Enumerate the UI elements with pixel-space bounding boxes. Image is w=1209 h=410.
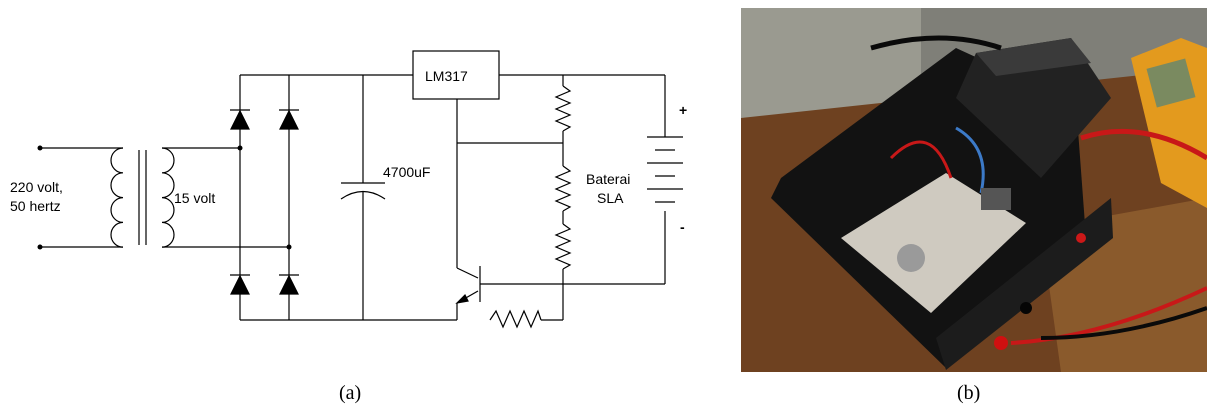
photo-circuit-board [841, 173, 1026, 313]
caption-a: (a) [339, 382, 362, 404]
secondary-label: 15 volt [174, 190, 215, 206]
terminal-bottom [37, 244, 43, 250]
capacitor-label: 4700uF [383, 164, 430, 180]
diode-d4 [279, 274, 299, 295]
input-label-line2: 50 hertz [10, 198, 61, 214]
input-label-line1: 220 volt, [10, 179, 63, 195]
resistor-r1 [554, 85, 572, 132]
diode-d1 [230, 109, 250, 130]
photo-battery-top [976, 38, 1091, 76]
photo-wire-red-2 [1010, 286, 1207, 345]
battery-plus-sign: + [679, 102, 687, 118]
transistor-collector [456, 267, 479, 279]
battery-label-line1: Baterai [586, 171, 630, 187]
diode-d2 [279, 109, 299, 130]
battery-minus-sign: - [680, 219, 685, 235]
photo-wire-red-3 [889, 140, 953, 179]
battery-label-line2: SLA [597, 190, 624, 206]
photo-wire-black [1040, 306, 1207, 340]
charger-schematic: 220 volt, 50 hertz 15 volt 4700uF LM317 … [10, 50, 687, 329]
resistor-sense [489, 309, 542, 329]
regulator-label: LM317 [425, 68, 468, 84]
charger-photo [741, 8, 1207, 372]
secondary-coil [161, 147, 175, 248]
junction-secondary-top [237, 145, 243, 151]
lm317-box [412, 50, 500, 100]
photo-multimeter-display [1146, 58, 1196, 108]
transistor-emitter-arrow [455, 293, 469, 304]
caption-b: (b) [957, 382, 981, 404]
photo-switch [1076, 233, 1086, 243]
primary-coil [110, 147, 124, 248]
photo-capacitor [897, 244, 925, 272]
resistor-r2 [554, 165, 572, 212]
capacitor-plate-bottom [340, 190, 386, 200]
photo-red-jack [994, 336, 1008, 350]
terminal-top [37, 145, 43, 151]
photo-black-jack [1020, 302, 1032, 314]
junction-secondary-bottom [286, 244, 292, 250]
photo-wire-blue [955, 126, 985, 194]
photo-wire-red-1 [1080, 128, 1207, 161]
photo-wire-cable [870, 35, 1002, 51]
resistor-r3 [554, 223, 572, 270]
diode-d3 [230, 274, 250, 295]
photo-enclosure-front [936, 198, 1113, 370]
photo-heatsink [981, 188, 1011, 210]
